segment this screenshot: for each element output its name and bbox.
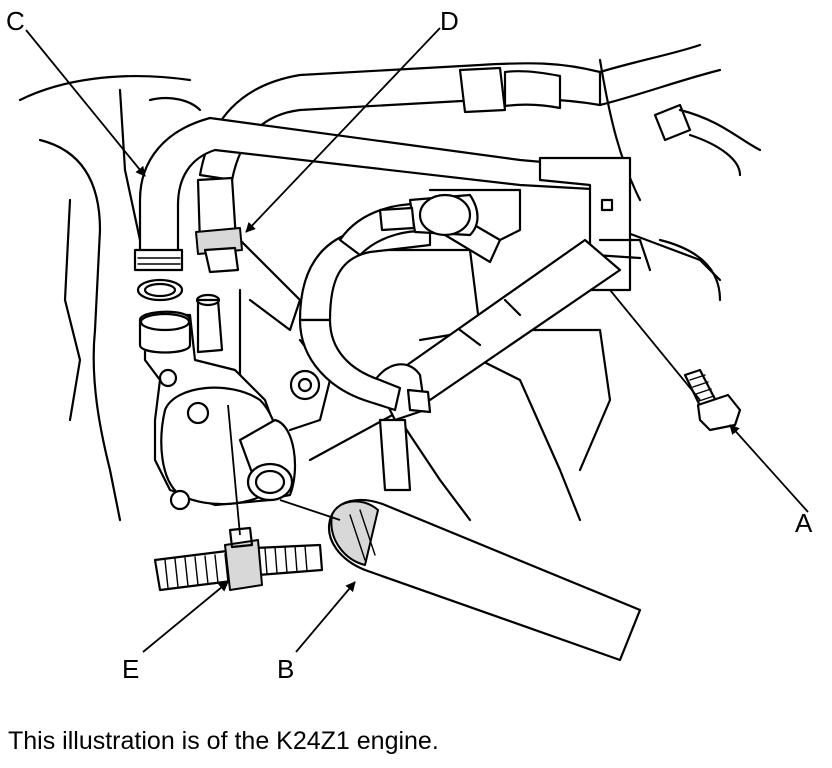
leader-lines	[25, 27, 809, 653]
water-pump-housing	[138, 293, 297, 511]
bolt-a	[683, 368, 742, 432]
callout-label-e: E	[122, 654, 140, 684]
engine-hose-diagram	[18, 27, 809, 662]
o-ring	[136, 278, 184, 302]
hose-b	[327, 498, 642, 662]
hose-e	[153, 526, 324, 592]
engine-block-outline	[18, 58, 722, 522]
hose-d	[195, 176, 243, 274]
callout-label-b: B	[277, 654, 295, 684]
figure-caption: This illustration is of the K24Z1 engine…	[8, 727, 439, 755]
callout-label-c: C	[6, 6, 25, 36]
middle-hoses	[298, 193, 502, 492]
callout-label-a: A	[795, 508, 813, 538]
callout-label-d: D	[440, 6, 459, 36]
upper-coolant-pipe	[198, 43, 762, 182]
